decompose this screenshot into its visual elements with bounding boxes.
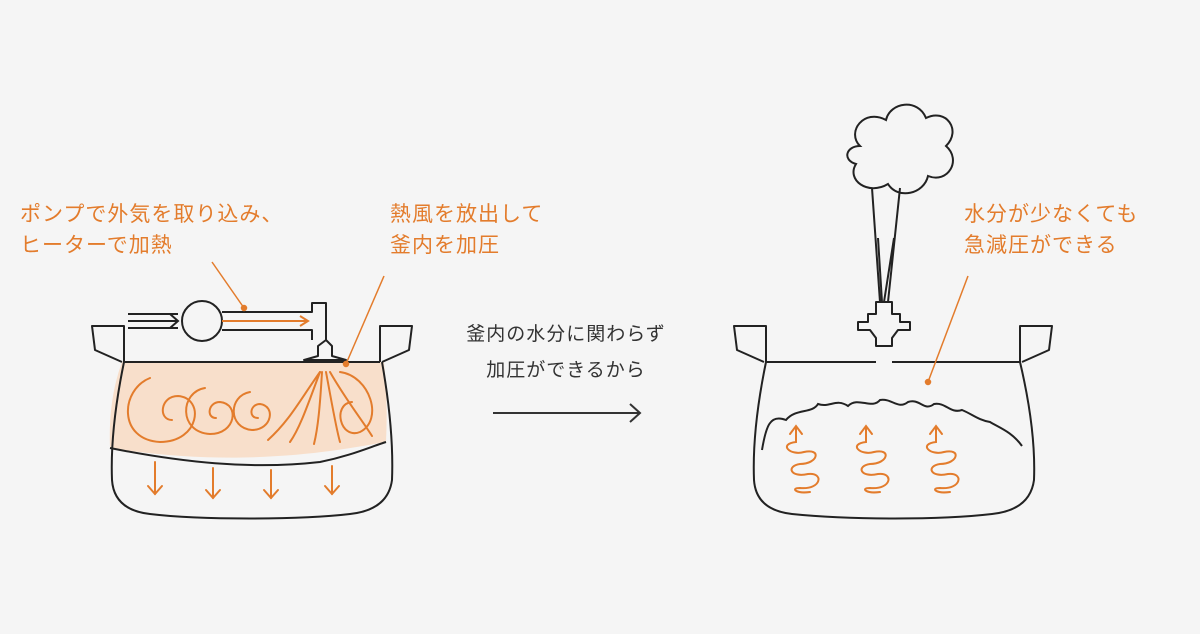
release-label-line-1: 熱風を放出して — [390, 202, 544, 226]
hot-air-swirls — [127, 371, 374, 445]
right-arrow-icon — [493, 403, 642, 423]
pump-label-line-1: ポンプで外気を取り込み、 — [20, 202, 284, 226]
water-surface — [109, 441, 387, 467]
right-pot — [733, 103, 1053, 520]
hot-air-flow-arrow — [222, 315, 310, 327]
steam-stream — [871, 187, 901, 303]
pump-label-line-2: ヒーターで加熱 — [20, 233, 173, 257]
spiral-arrow-icon — [785, 424, 960, 494]
center-caption-line-1: 釜内の水分に関わらず — [466, 323, 666, 345]
center-caption: 釜内の水分に関わらず 加圧ができるから — [426, 316, 706, 388]
depressurize-label: 水分が少なくても 急減圧ができる — [964, 199, 1138, 261]
right-pointer-line — [924, 275, 969, 386]
depressurize-label-line-2: 急減圧ができる — [964, 233, 1118, 257]
food-surface — [761, 398, 1023, 451]
hot-air-region — [109, 362, 387, 458]
right-pot-outline — [733, 325, 1053, 520]
release-valve-icon — [857, 301, 911, 347]
left-pot-outline — [91, 325, 413, 520]
left-pointer-lines — [211, 261, 385, 368]
heater-pipe — [222, 302, 347, 361]
release-label: 熱風を放出して 釜内を加圧 — [390, 199, 543, 261]
intake-arrows-icon — [128, 313, 180, 329]
release-label-line-2: 釜内を加圧 — [390, 233, 500, 257]
depressurize-label-line-1: 水分が少なくても — [964, 202, 1139, 226]
left-pot — [91, 261, 413, 520]
steam-cloud-icon — [846, 103, 954, 195]
center-caption-line-2: 加圧ができるから — [486, 359, 646, 381]
pump-label: ポンプで外気を取り込み、 ヒーターで加熱 — [20, 199, 283, 261]
pressure-down-arrows-icon — [147, 461, 340, 500]
pump-icon — [181, 300, 223, 342]
